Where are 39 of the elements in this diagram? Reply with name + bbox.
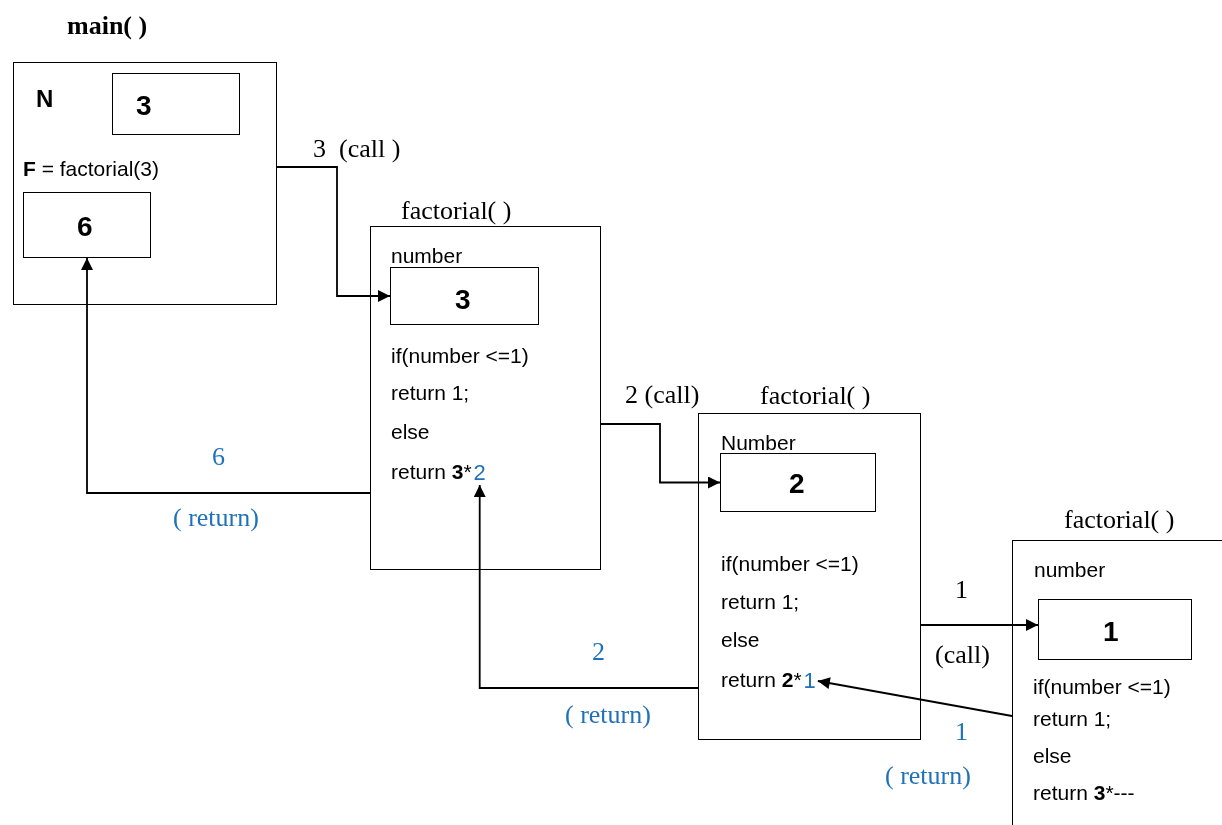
- code-line: return 1;: [721, 590, 800, 614]
- connector-arrow: [473, 484, 699, 689]
- function-name: factorial( ): [1064, 504, 1175, 536]
- code-line: return 1;: [1033, 707, 1112, 731]
- connector-arrow: [920, 619, 1039, 631]
- code-line: if(number <=1): [391, 344, 529, 368]
- code-line: return 1;: [391, 381, 470, 405]
- code-line: if(number <=1): [1033, 675, 1171, 699]
- code-line: number: [1034, 558, 1106, 582]
- function-name: main( ): [67, 10, 148, 42]
- code-line: if(number <=1): [721, 552, 859, 576]
- variable-box: [23, 192, 151, 258]
- connector-arrow: [276, 166, 391, 302]
- code-line: else: [1033, 744, 1072, 768]
- variable-box: [720, 453, 876, 512]
- code-line: return 2*: [721, 668, 802, 692]
- return-value: 2: [473, 461, 486, 485]
- code-line: else: [391, 420, 430, 444]
- connector-arrow: [81, 257, 371, 494]
- variable-value: 3: [455, 284, 471, 316]
- variable-value: 2: [789, 468, 805, 500]
- connector-arrow: [600, 423, 721, 489]
- variable-value: 1: [1103, 616, 1119, 648]
- variable-value: 6: [77, 211, 93, 243]
- function-name: factorial( ): [760, 380, 871, 412]
- code-line: return 3*---: [1033, 781, 1135, 805]
- function-name: factorial( ): [401, 195, 512, 227]
- variable-box: [390, 267, 539, 325]
- variable-box: [112, 73, 240, 135]
- code-line: return 3*: [391, 460, 472, 484]
- variable-value: 3: [136, 90, 152, 122]
- code-line: F = factorial(3): [23, 157, 159, 181]
- code-line: number: [391, 244, 463, 268]
- code-line: else: [721, 628, 760, 652]
- connector-arrow: [816, 677, 1013, 717]
- code-line: Number: [721, 431, 796, 455]
- return-value: 1: [803, 669, 816, 693]
- variable-name: N: [36, 85, 54, 113]
- variable-box: [1038, 599, 1192, 660]
